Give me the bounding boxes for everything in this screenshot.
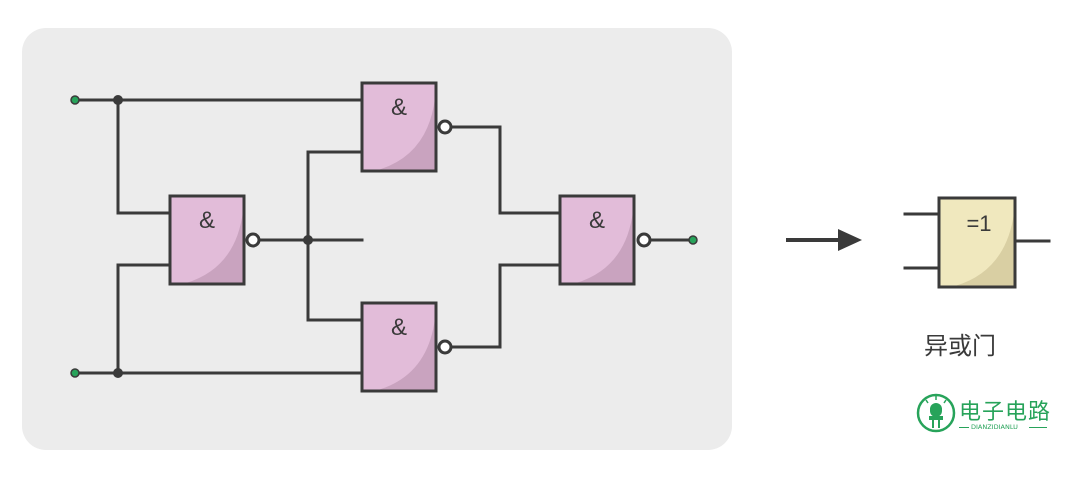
junction-dot <box>113 95 123 105</box>
output-terminal <box>688 235 698 245</box>
logo-divider <box>959 427 969 428</box>
gate-symbol: & <box>391 314 407 341</box>
circuit-panel <box>22 28 732 450</box>
input-terminal-b <box>70 368 80 378</box>
arrow-right-icon <box>786 229 862 251</box>
xor-symbol: =1 <box>966 211 991 236</box>
nand-gate-right: & <box>558 194 652 286</box>
wires <box>73 98 695 375</box>
logo-subtext: DIANZIDIANLU <box>971 423 1018 431</box>
logo-divider <box>1029 427 1047 428</box>
junction-dot <box>303 235 313 245</box>
nand-gate-left: & <box>168 194 261 286</box>
xor-gate: =1 <box>903 196 1051 289</box>
gate-symbol: & <box>391 94 407 121</box>
led-bulb-icon <box>916 393 956 433</box>
nand-gate-bottom: & <box>360 301 453 393</box>
logo-text: 电子电路 <box>959 400 1052 425</box>
brand-logo: 电子电路 DIANZIDIANLU <box>915 392 1055 436</box>
input-terminal-a <box>70 95 80 105</box>
xor-gate-label: 异或门 <box>924 332 996 360</box>
junction-dot <box>113 368 123 378</box>
gate-symbol: & <box>589 207 605 234</box>
nand-gate-top: & <box>360 81 453 173</box>
gate-symbol: & <box>199 207 215 234</box>
